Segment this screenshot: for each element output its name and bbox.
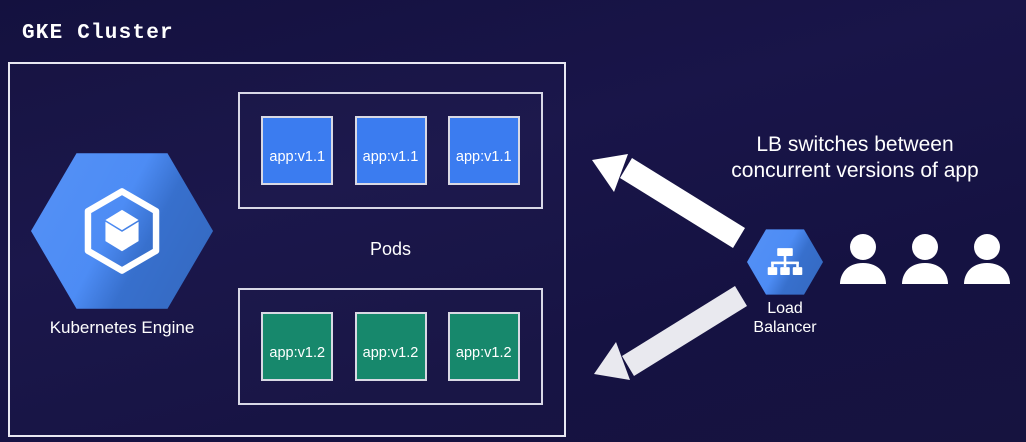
pod-v1-1[interactable]: app:v1.1 xyxy=(447,116,520,185)
pod-v1-2[interactable]: app:v1.2 xyxy=(261,312,334,381)
load-balancer-hexagon-icon xyxy=(747,228,823,296)
lb-caption-line-2: concurrent versions of app xyxy=(731,159,979,183)
kubernetes-engine-label: Kubernetes Engine xyxy=(49,318,195,337)
gke-cluster-box xyxy=(8,62,566,437)
lb-caption-line-1: LB switches between xyxy=(756,133,954,156)
pod-group-v1-1: app:v1.1 app:v1.1 app:v1.1 xyxy=(238,92,543,209)
pod-v1-1[interactable]: app:v1.1 xyxy=(354,116,427,185)
arrow-to-v1-1 xyxy=(592,154,745,248)
lb-caption: LB switches between concurrent versions … xyxy=(688,132,1022,185)
load-balancer-node: Load Balancer xyxy=(737,228,833,337)
arrow-to-v1-2 xyxy=(594,286,747,380)
kubernetes-engine-node: Kubernetes Engine xyxy=(24,150,220,350)
load-balancer-label: Load Balancer xyxy=(737,299,833,337)
user-icon xyxy=(840,234,886,284)
pods-label: Pods xyxy=(369,239,412,259)
load-balancer-tree-glyph xyxy=(747,228,823,296)
pod-group-v1-2: app:v1.2 app:v1.2 app:v1.2 xyxy=(238,288,543,405)
load-balancer-label-line-1: Load xyxy=(767,300,803,317)
pod-v1-2[interactable]: app:v1.2 xyxy=(447,312,520,381)
users-group xyxy=(838,232,1012,284)
kubernetes-engine-hexagon-icon xyxy=(31,150,213,312)
kubernetes-cube-glyph xyxy=(31,150,213,312)
pod-v1-2[interactable]: app:v1.2 xyxy=(354,312,427,381)
user-icon xyxy=(964,234,1010,284)
pod-v1-1[interactable]: app:v1.1 xyxy=(261,116,334,185)
page-title: GKE Cluster xyxy=(22,22,174,45)
user-icon xyxy=(902,234,948,284)
load-balancer-label-line-2: Balancer xyxy=(753,319,817,337)
